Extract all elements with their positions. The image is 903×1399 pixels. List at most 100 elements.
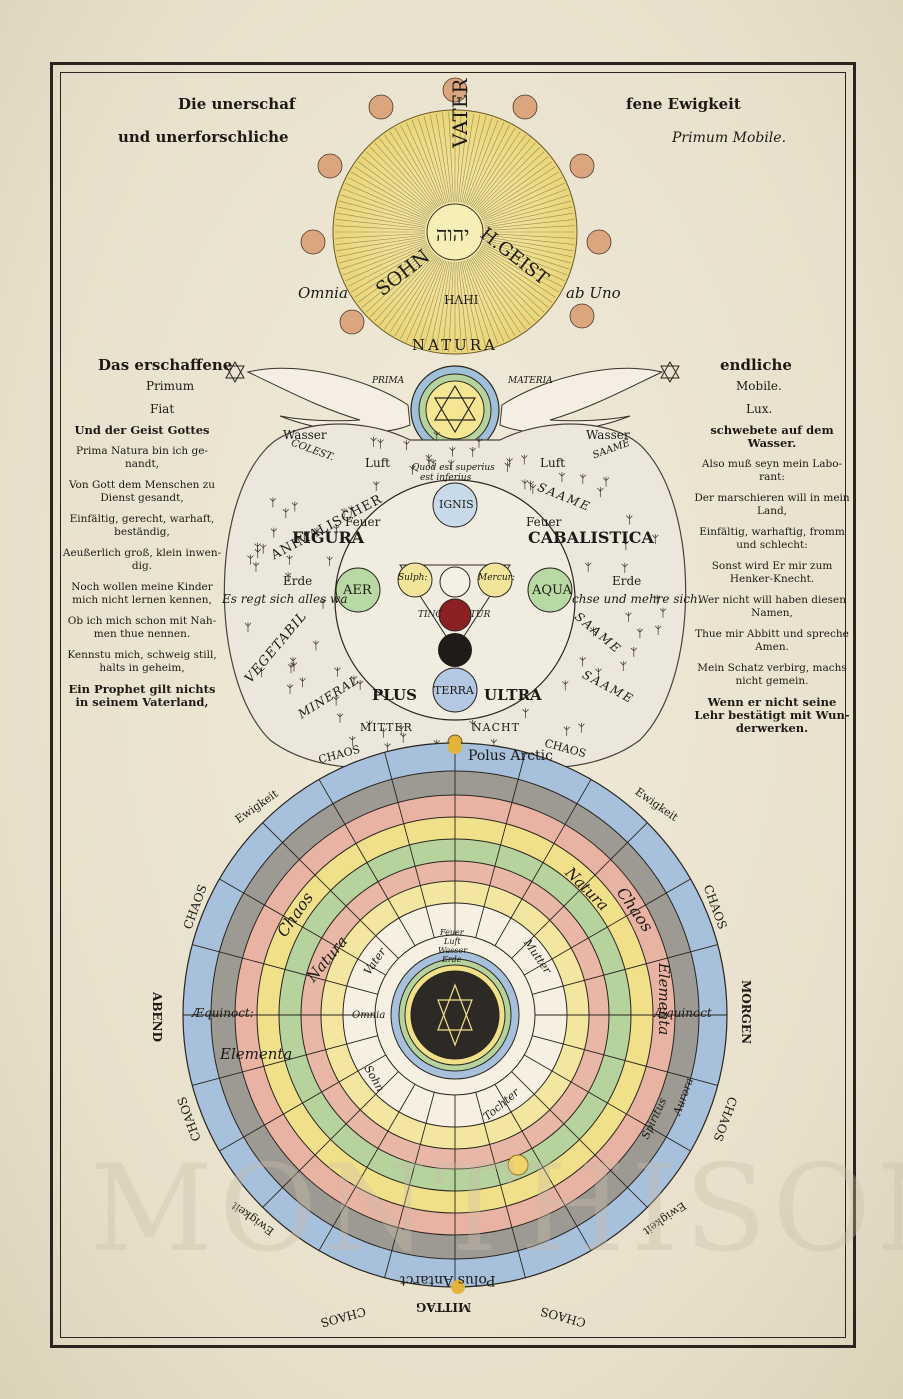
sun-ray	[339, 200, 427, 225]
label-mittag: MITTAG	[416, 1300, 472, 1314]
sun-ray	[354, 166, 431, 216]
sun-ray	[477, 151, 545, 213]
sun-ray	[482, 242, 568, 276]
sun-ray	[335, 233, 426, 239]
label-abend: ABEND	[149, 992, 164, 1042]
inner-frame	[60, 72, 846, 1338]
label-feuer-left: Feuer	[345, 515, 381, 529]
label-feuer-center: Feuer	[440, 928, 464, 937]
prima-materia-medallion	[410, 365, 500, 455]
sprout-mark	[370, 436, 377, 447]
sun-ray	[465, 119, 499, 205]
element-aer: AER	[343, 583, 372, 598]
sun-ray	[484, 234, 575, 245]
sprout-mark	[286, 554, 293, 565]
sun-ray	[479, 248, 556, 298]
ring-word: Elementa	[220, 1045, 293, 1063]
sprout-mark	[356, 680, 364, 691]
sun-ray	[469, 127, 516, 207]
sprout-mark	[258, 667, 265, 678]
sprout-mark	[334, 666, 341, 677]
left-verse: Einfältig, gerecht, warhaft, beständig,	[69, 513, 215, 538]
wheel-spoke	[511, 1071, 648, 1208]
mid-left-sub: Primum	[146, 379, 195, 393]
left-verse: Und der Geist Gottes	[74, 423, 210, 437]
sun-ray	[466, 122, 505, 205]
sun-ray	[369, 146, 434, 211]
sprout-mark	[284, 572, 292, 583]
label-tur: TUR	[470, 610, 491, 620]
sprout-mark	[336, 712, 344, 723]
left-verse: Prima Natura bin ich ge- nandt,	[75, 445, 209, 470]
sun-ray	[459, 261, 475, 351]
sun-ray	[466, 259, 505, 342]
sun-ray	[478, 250, 549, 308]
wheel-spoke	[384, 752, 435, 938]
sun-ray	[442, 112, 453, 203]
sun-ray	[345, 243, 428, 282]
sun-ray	[435, 261, 451, 351]
sprout-mark	[269, 497, 277, 508]
sun-ray	[462, 260, 487, 348]
sprout-mark	[333, 524, 340, 535]
sprout-mark	[270, 527, 278, 538]
sun-ray	[480, 171, 560, 218]
sprout-mark	[659, 607, 667, 618]
sun-ray	[411, 119, 445, 205]
sun-ray	[435, 113, 451, 203]
label-plus: PLUS	[372, 686, 417, 704]
wheel-spoke	[475, 1092, 526, 1278]
sun-ray	[478, 156, 549, 214]
sun-ray	[400, 258, 442, 340]
sun-label-ab-uno: ab Uno	[566, 284, 621, 302]
sun-ray	[374, 142, 436, 210]
sprout-mark	[584, 561, 592, 572]
sun-ray	[411, 259, 445, 345]
sprout-mark	[449, 446, 456, 457]
sun-ray	[463, 260, 493, 347]
mid-left-title: Das erschaffene	[98, 356, 233, 374]
ring-word: Elementa	[655, 962, 674, 1036]
sun-ray	[471, 256, 521, 333]
right-verse: Wer nicht will haben diesen Namen,	[698, 594, 846, 619]
right-verse: Mein Schatz verbirg, machs nicht gemein.	[697, 662, 847, 687]
sun-ray	[448, 261, 454, 352]
wheel-spoke	[532, 1035, 718, 1086]
sprout-mark	[247, 554, 254, 565]
sun-ray	[481, 245, 563, 287]
sun-ray	[484, 212, 574, 228]
wheel-spoke	[219, 878, 386, 976]
sun-ray	[429, 114, 450, 203]
sprout-mark	[290, 661, 298, 672]
right-verse: Einfältig, warhaftig, fromm und schlecht…	[699, 526, 845, 551]
label-aequinoct-right: Æquinoct	[654, 1006, 712, 1020]
sprout-mark	[620, 660, 627, 671]
sun-ray	[483, 239, 571, 264]
label-luft-left: Luft	[365, 456, 390, 470]
sun-ray	[379, 255, 437, 326]
label-prima: PRIMA	[372, 376, 405, 386]
sun-ray	[342, 188, 428, 222]
sun-ray	[471, 131, 521, 208]
sun-ray	[394, 257, 441, 337]
sprout-mark	[425, 457, 433, 468]
sun-label-omnia: Omnia	[298, 284, 348, 302]
sun-ray	[481, 177, 563, 219]
wheel-spoke	[318, 779, 416, 946]
label-wasser-center: Wasser	[438, 946, 468, 955]
wheel-spoke	[524, 1054, 691, 1152]
cosmic-wheel	[182, 740, 728, 1294]
label-figura: FIGURA	[292, 528, 365, 547]
right-verse-column: schwebete auf dem Wasser. Also muß seyn …	[692, 424, 852, 743]
sun-ray	[483, 240, 570, 270]
sun-ray	[337, 206, 426, 227]
sun-ray	[423, 116, 448, 204]
label-mercur: Mercur:	[478, 573, 516, 583]
watermark: MONTHISON	[90, 1140, 903, 1279]
left-verse-column: Und der Geist Gottes Prima Natura bin ic…	[62, 424, 222, 717]
wheel-spoke	[494, 1084, 592, 1251]
wheel-spoke	[384, 1092, 435, 1278]
sprout-mark	[259, 543, 267, 554]
label-regt-right: chse und mehre sich.	[572, 592, 702, 606]
sun-label-natura: NATURA	[412, 336, 498, 354]
